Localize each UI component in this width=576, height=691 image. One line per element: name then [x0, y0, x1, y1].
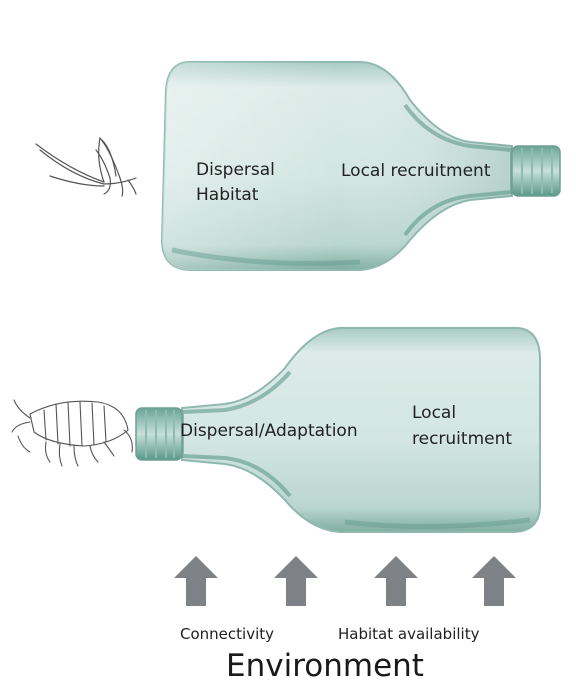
arrow-3 [374, 556, 418, 606]
arrow-4 [472, 556, 516, 606]
bottom-neck-label: Dispersal/Adaptation [180, 420, 358, 442]
habitat-availability-label: Habitat availability [338, 625, 479, 643]
mayfly-icon [36, 138, 136, 196]
connectivity-label: Connectivity [180, 625, 274, 643]
arrow-2 [274, 556, 318, 606]
environment-label: Environment [226, 648, 424, 684]
top-wide-label-line2: Habitat [196, 184, 258, 206]
bottom-wide-label-line2: recruitment [412, 428, 512, 450]
arrows [174, 556, 516, 606]
top-wide-label-line1: Dispersal [196, 159, 275, 181]
bottom-wide-label-line1: Local [412, 402, 456, 424]
top-neck-label: Local recruitment [341, 160, 491, 182]
amphipod-icon [12, 400, 132, 466]
bottom-bottle-mouth [136, 408, 182, 460]
arrow-1 [174, 556, 218, 606]
